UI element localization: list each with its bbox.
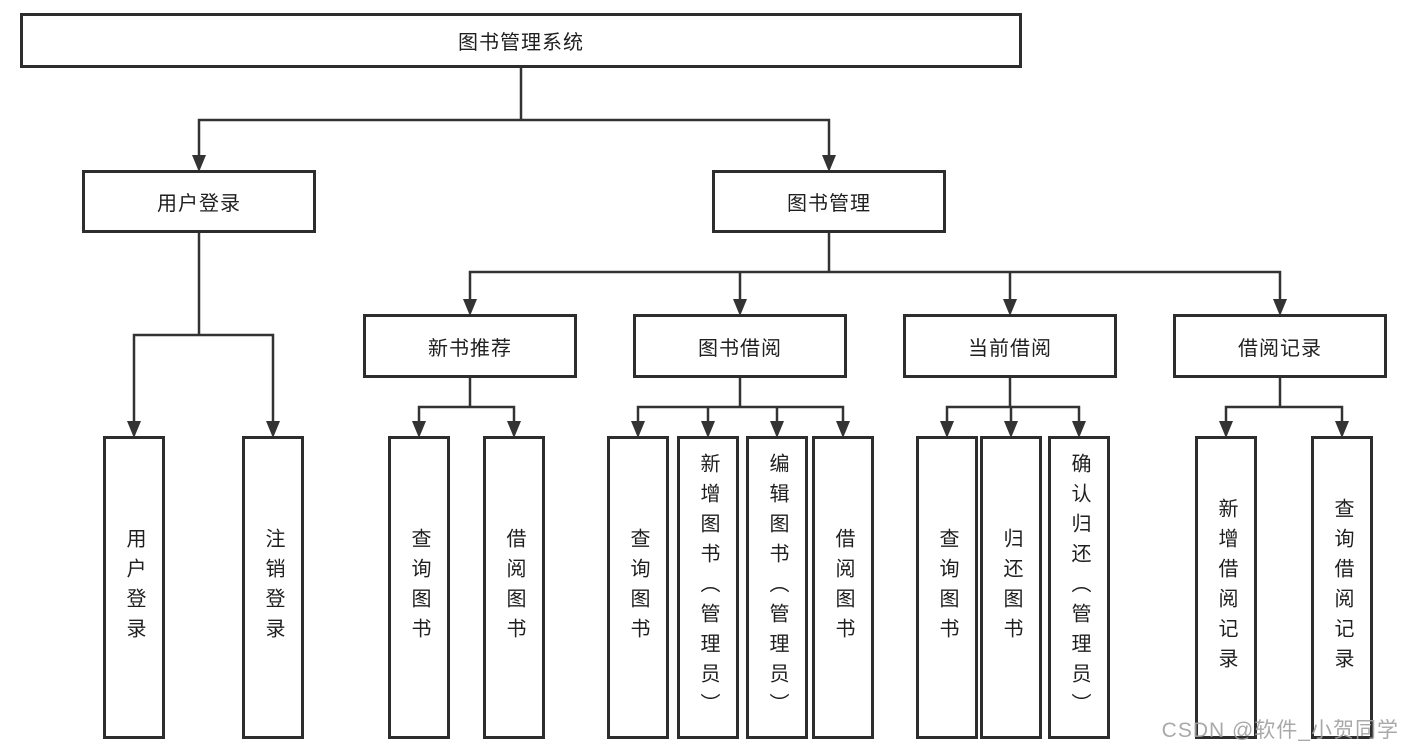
- node-new-book-recommend: 新书推荐: [363, 314, 577, 378]
- node-leaf-logout: 注销登录: [242, 436, 304, 739]
- node-leaf-query-books-2: 查询图书: [607, 436, 669, 739]
- wire-root-to-level2: [197, 66, 831, 159]
- node-new-book-recommend-label: 新书推荐: [428, 337, 512, 360]
- node-book-management-label: 图书管理: [787, 193, 871, 215]
- node-book-management: 图书管理: [712, 170, 946, 233]
- node-current-borrow-label: 当前借阅: [968, 337, 1052, 360]
- node-user-login-label: 用户登录: [157, 193, 241, 215]
- node-leaf-return-book: 归还图书: [980, 436, 1042, 739]
- node-user-login: 用户登录: [82, 170, 316, 233]
- node-leaf-edit-book-admin: 编辑图书（管理员）: [746, 436, 808, 739]
- node-leaf-user-login: 用户登录: [103, 436, 165, 739]
- node-leaf-borrow-books-1: 借阅图书: [483, 436, 545, 739]
- node-leaf-borrow-books-2: 借阅图书: [812, 436, 874, 739]
- node-book-borrow-label: 图书借阅: [698, 337, 782, 360]
- csdn-watermark: CSDN @软件_小贺同学: [1161, 719, 1399, 742]
- wire-borrowrecords-to-leaves: [1224, 376, 1344, 425]
- node-leaf-confirm-return-admin: 确认归还（管理员）: [1048, 436, 1110, 739]
- node-leaf-query-books-3: 查询图书: [916, 436, 978, 739]
- node-book-management-system: 图书管理系统: [20, 13, 1022, 68]
- node-current-borrow: 当前借阅: [903, 314, 1117, 378]
- wire-bookmgmt-to-level3: [468, 231, 1282, 303]
- wire-userlogin-to-leaves: [132, 231, 275, 425]
- wire-currentborrow-to-leaves: [945, 376, 1081, 425]
- node-borrow-records-label: 借阅记录: [1238, 337, 1322, 360]
- node-book-management-system-label: 图书管理系统: [458, 32, 584, 54]
- node-leaf-add-borrow-record: 新增借阅记录: [1195, 436, 1257, 739]
- node-borrow-records: 借阅记录: [1173, 314, 1387, 378]
- wire-bookborrow-to-leaves: [636, 376, 845, 425]
- node-book-borrow: 图书借阅: [633, 314, 847, 378]
- wire-newbook-to-leaves: [417, 376, 516, 425]
- node-leaf-query-borrow-record: 查询借阅记录: [1311, 436, 1373, 739]
- node-leaf-add-book-admin: 新增图书（管理员）: [677, 436, 739, 739]
- node-leaf-query-books-1: 查询图书: [388, 436, 450, 739]
